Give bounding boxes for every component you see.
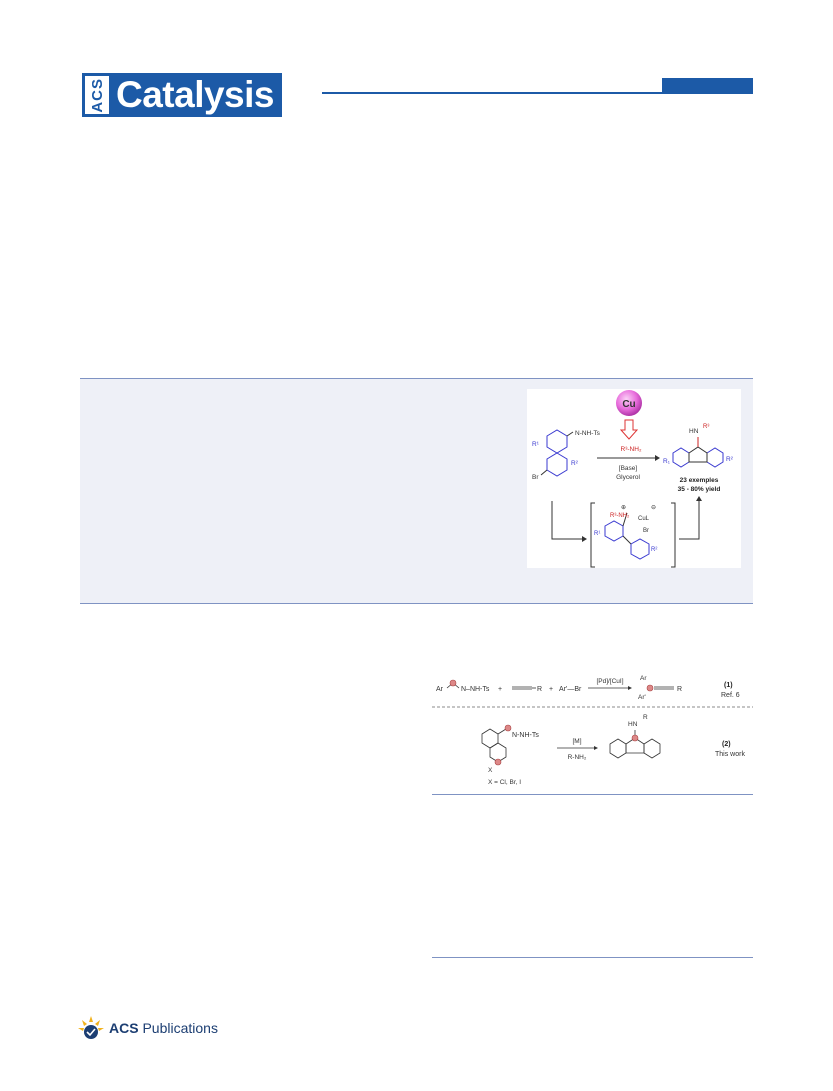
publisher-name: ACS Publications [109,1020,218,1036]
eq2-x-dot [494,758,502,766]
journal-logo: ACS Catalysis [82,73,282,117]
loop-arrowhead-left [582,536,587,542]
product-fluorenamine [672,437,724,468]
sm-r2-label: R² [571,460,579,467]
eq2-starting-material [481,728,507,763]
scheme-svg: Ar N–NH-Ts + R + Ar'—Br [Pd]/[CuI] Ar Ar… [432,675,753,786]
scheme-bottom-rule [432,794,753,795]
eq1-product-r: R [677,686,682,693]
toc-scheme-svg: Cu R³-NH₂ N-NH-Ts R¹ R² Br [Base] Glycer… [532,390,734,568]
int-plus: ⊕ [621,505,626,511]
conditions-solvent: Glycerol [616,474,640,481]
eq2-x-def: X = Cl, Br, I [488,779,521,786]
int-br-label: Br [643,528,649,534]
eq1-number: (1) [724,682,733,689]
acs-publications-icon [78,1016,104,1039]
conditions-base: [Base] [619,465,638,472]
cu-sphere [616,390,642,416]
reagent-label: R³-NH₂ [621,446,642,453]
starting-material [540,429,574,477]
publisher-logo: ACS Publications [78,1016,218,1040]
examples-label: 23 exemples [680,477,719,484]
eq1-ar-label: Ar [436,686,444,693]
eq2-group-label: N-NH-Ts [512,732,539,739]
eq2-carbon-dot [504,724,512,732]
toc-graphic: Cu R³-NH₂ N-NH-Ts R¹ R² Br [Base] Glycer… [527,389,741,568]
down-arrow-icon [619,419,639,440]
eq2-x-label: X [488,767,493,774]
eq2-product-dot [631,734,639,742]
eq1-arrowhead [628,686,632,690]
product-r2-label: R² [726,456,734,463]
intermediate-structure [604,512,650,560]
int-r1-label: R¹ [594,531,600,537]
scheme-figure: Ar N–NH-Ts + R + Ar'—Br [Pd]/[CuI] Ar Ar… [432,662,753,794]
eq2-r-label: R [643,714,648,721]
eq1-ref: Ref. 6 [721,692,740,699]
eq1-r-label: R [537,686,542,693]
eq1-plus2: + [549,686,553,693]
reaction-arrowhead [655,455,660,461]
header-rule [322,92,753,94]
eq2-reagent-label: R-NH₂ [568,754,587,761]
eq1-group-label: N–NH-Ts [461,686,490,693]
bracket-right [671,502,676,568]
eq2-label: This work [715,751,745,758]
eq1-product-dot [646,684,654,692]
eq2-arrowhead [594,746,598,750]
eq2-product [609,730,661,759]
sm-group-label: N-NH-Ts [575,430,601,437]
header-tab [662,78,753,93]
cu-label: Cu [622,399,635,410]
eq1-plus1: + [498,686,502,693]
int-r2-label: R² [651,547,657,553]
int-cu-label: CuL [638,516,650,522]
sm-br-label: Br [532,474,539,481]
int-amine-label: R³-NH₂ [610,513,630,519]
footnote-rule [432,957,753,958]
product-hn-label: HN [689,428,699,435]
product-r1-label: R₁ [663,458,671,465]
eq2-hn-label: HN [628,721,638,728]
eq1-arbr-label: Ar'—Br [559,686,582,693]
bracket-left [590,502,595,568]
product-r3-label: R³ [703,424,709,430]
loop-arrow-right [679,501,700,540]
logo-wordmark: Catalysis [112,73,282,117]
eq1-product-ar2: Ar' [638,694,646,701]
int-minus: ⊖ [651,505,656,511]
loop-arrow-left [551,501,582,540]
loop-arrowhead-right [696,496,702,501]
eq2-number: (2) [722,741,731,748]
eq1-product-ar: Ar [640,675,647,682]
logo-acs-mark: ACS [82,73,112,117]
yield-label: 35 - 80% yield [678,486,721,493]
eq1-carbon-dot [449,679,457,687]
sm-r1-label: R¹ [532,441,540,448]
eq2-catalyst-label: [M] [572,738,581,745]
eq1-catalyst-label: [Pd]/[CuI] [596,678,623,685]
